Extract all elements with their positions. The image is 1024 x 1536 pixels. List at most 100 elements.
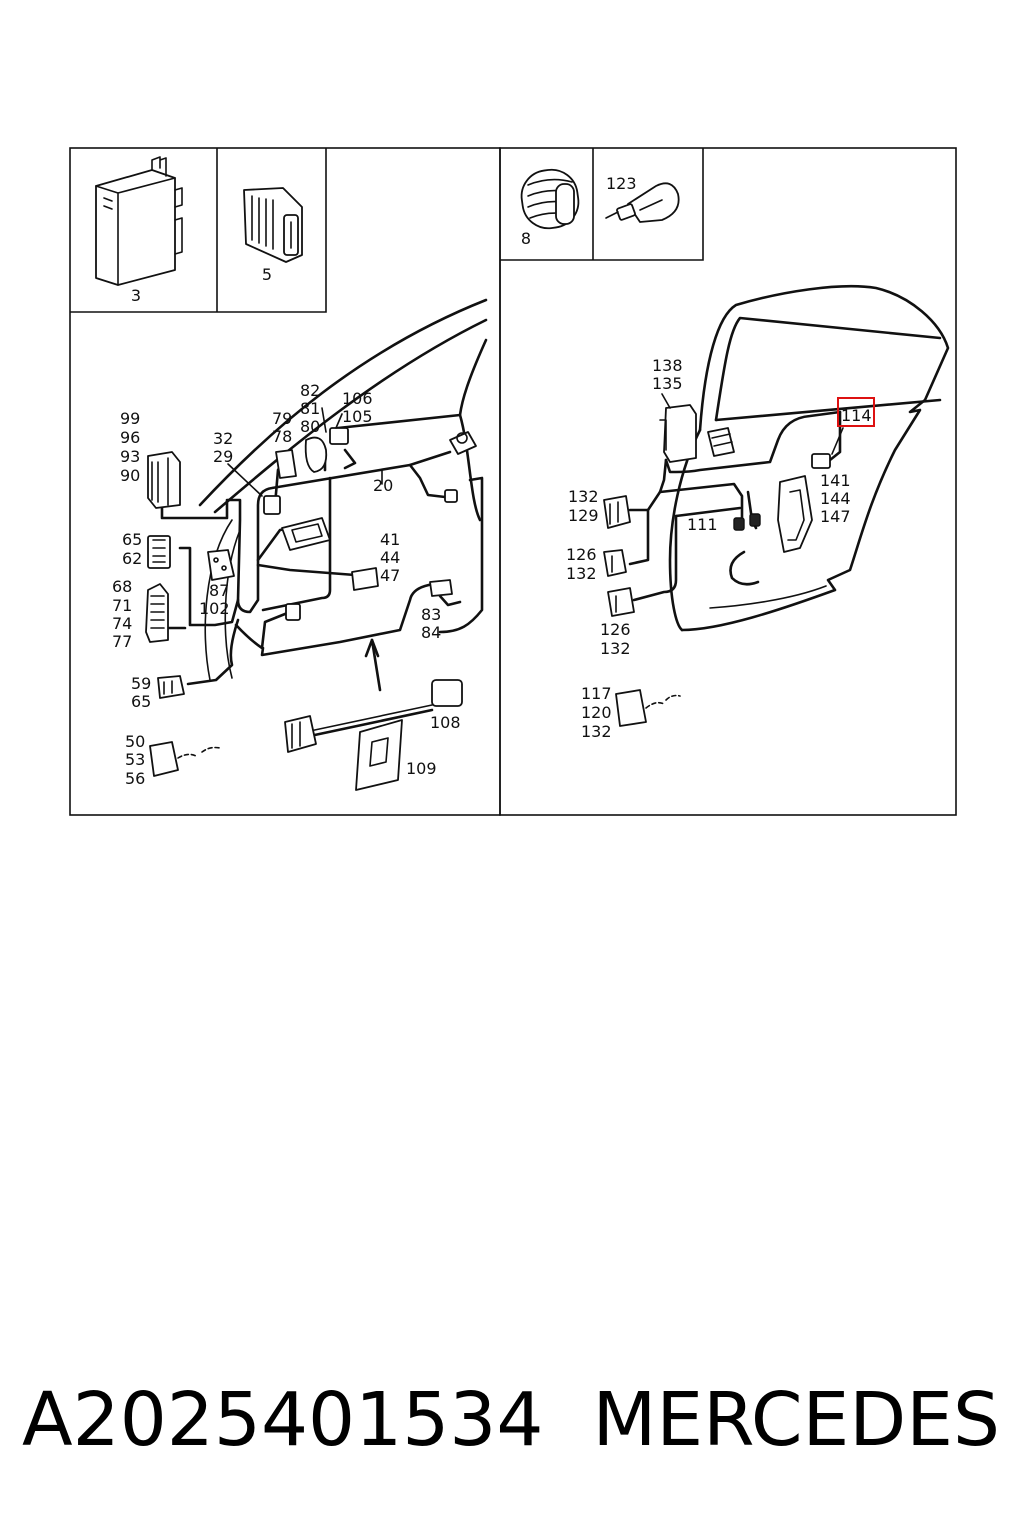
callout-74: 74 <box>112 614 132 633</box>
part-number: A2025401534 <box>22 1377 544 1463</box>
relay-part[interactable] <box>243 187 303 263</box>
control-module-part[interactable] <box>95 156 183 286</box>
callout-41: 41 <box>380 530 400 549</box>
callout-138: 138 <box>652 356 683 375</box>
connector-59-65[interactable] <box>157 675 185 699</box>
callout-126a: 126 <box>566 545 597 564</box>
callout-109: 109 <box>406 759 437 778</box>
callout-59: 59 <box>131 674 151 693</box>
callout-29: 29 <box>213 447 233 466</box>
connector-68-77[interactable] <box>145 583 169 643</box>
callout-20: 20 <box>373 476 393 495</box>
switch-117-132[interactable] <box>615 689 681 727</box>
left-leader-lines <box>227 407 383 497</box>
connector-79-78[interactable] <box>275 449 297 479</box>
callout-129: 129 <box>568 506 599 525</box>
callout-144: 144 <box>820 489 851 508</box>
connector-87-102[interactable] <box>207 549 235 581</box>
callout-87: 87 <box>209 581 229 600</box>
connector-126-132a[interactable] <box>603 549 627 577</box>
callout-99: 99 <box>120 409 140 428</box>
callout-132d: 132 <box>581 722 612 741</box>
callout-106: 106 <box>342 389 373 408</box>
callout-120: 120 <box>581 703 612 722</box>
callout-147: 147 <box>820 507 851 526</box>
callout-111: 111 <box>687 515 718 534</box>
lock-mechanism[interactable] <box>777 475 813 553</box>
connector-132-129[interactable] <box>603 495 631 529</box>
callout-83: 83 <box>421 605 441 624</box>
callout-65b: 65 <box>131 692 151 711</box>
callout-132b: 132 <box>566 564 597 583</box>
callout-78: 78 <box>272 427 292 446</box>
diagram-frames <box>69 147 957 816</box>
brand-name: MERCEDES <box>592 1377 1000 1463</box>
rear-switch-block[interactable] <box>707 427 735 457</box>
footer-caption: A2025401534 MERCEDES <box>0 1370 1024 1480</box>
connector-41-47[interactable] <box>351 567 379 591</box>
callout-71: 71 <box>112 596 132 615</box>
connector-65-62[interactable] <box>147 535 171 569</box>
speaker-socket[interactable] <box>449 431 477 455</box>
cable-108[interactable] <box>284 638 463 753</box>
callout-3: 3 <box>131 286 141 305</box>
right-leader-lines <box>661 393 844 455</box>
callout-135: 135 <box>652 374 683 393</box>
rear-door-outline <box>668 284 950 632</box>
wiring-harness-diagram: 3 5 <box>69 147 957 816</box>
rear-window-switch[interactable] <box>659 404 697 463</box>
grommet-part-8[interactable] <box>518 166 582 231</box>
connector-106-105[interactable] <box>329 427 349 445</box>
callout-32: 32 <box>213 429 233 448</box>
front-door-outline <box>198 298 488 681</box>
callout-56: 56 <box>125 769 145 788</box>
callout-5: 5 <box>262 265 272 284</box>
callout-105: 105 <box>342 407 373 426</box>
grommet-82-80[interactable] <box>304 436 328 473</box>
callout-132a: 132 <box>568 487 599 506</box>
callout-93: 93 <box>120 447 140 466</box>
callout-50: 50 <box>125 732 145 751</box>
callout-47: 47 <box>380 566 400 585</box>
connector-141-147[interactable] <box>811 453 831 469</box>
callout-68: 68 <box>112 577 132 596</box>
callout-108: 108 <box>430 713 461 732</box>
left-inset-frames <box>70 148 327 313</box>
callout-62: 62 <box>122 549 142 568</box>
callout-90: 90 <box>120 466 140 485</box>
callout-81: 81 <box>300 399 320 418</box>
left-callouts: 82 81 80 106 105 79 78 32 29 99 96 93 90… <box>112 381 461 788</box>
callout-65a: 65 <box>122 530 142 549</box>
highlight-box-114 <box>837 397 875 427</box>
callout-114[interactable]: 114 <box>841 406 872 425</box>
right-panel-frame <box>499 147 957 816</box>
callout-132c: 132 <box>600 639 631 658</box>
connector-mid[interactable] <box>285 603 301 621</box>
connector-32-29[interactable] <box>263 495 281 515</box>
callout-82: 82 <box>300 381 320 400</box>
callout-117: 117 <box>581 684 612 703</box>
callout-8: 8 <box>521 229 531 248</box>
callout-79: 79 <box>272 409 292 428</box>
switch-50-56[interactable] <box>149 741 221 777</box>
callout-141: 141 <box>820 471 851 490</box>
foam-pad-109[interactable] <box>355 719 403 791</box>
callout-123: 123 <box>606 174 637 193</box>
connector-83-84[interactable] <box>429 579 462 607</box>
callout-102: 102 <box>199 599 230 618</box>
door-handle-part[interactable] <box>281 517 331 551</box>
connector-126-132b[interactable] <box>607 587 635 617</box>
window-switch-connector[interactable] <box>147 451 181 509</box>
callout-53: 53 <box>125 750 145 769</box>
callout-80: 80 <box>300 417 320 436</box>
right-inset-frames <box>500 148 704 261</box>
callout-96: 96 <box>120 428 140 447</box>
lamp-socket[interactable] <box>444 489 458 503</box>
rear-sensor-connectors[interactable] <box>733 513 761 531</box>
cable-tie-part[interactable] <box>605 182 680 223</box>
front-door-harness <box>160 448 452 686</box>
callout-126b: 126 <box>600 620 631 639</box>
right-callouts: 138 135 114 141 144 147 132 129 111 126 … <box>566 356 872 741</box>
callout-44: 44 <box>380 548 400 567</box>
callout-77: 77 <box>112 632 132 651</box>
